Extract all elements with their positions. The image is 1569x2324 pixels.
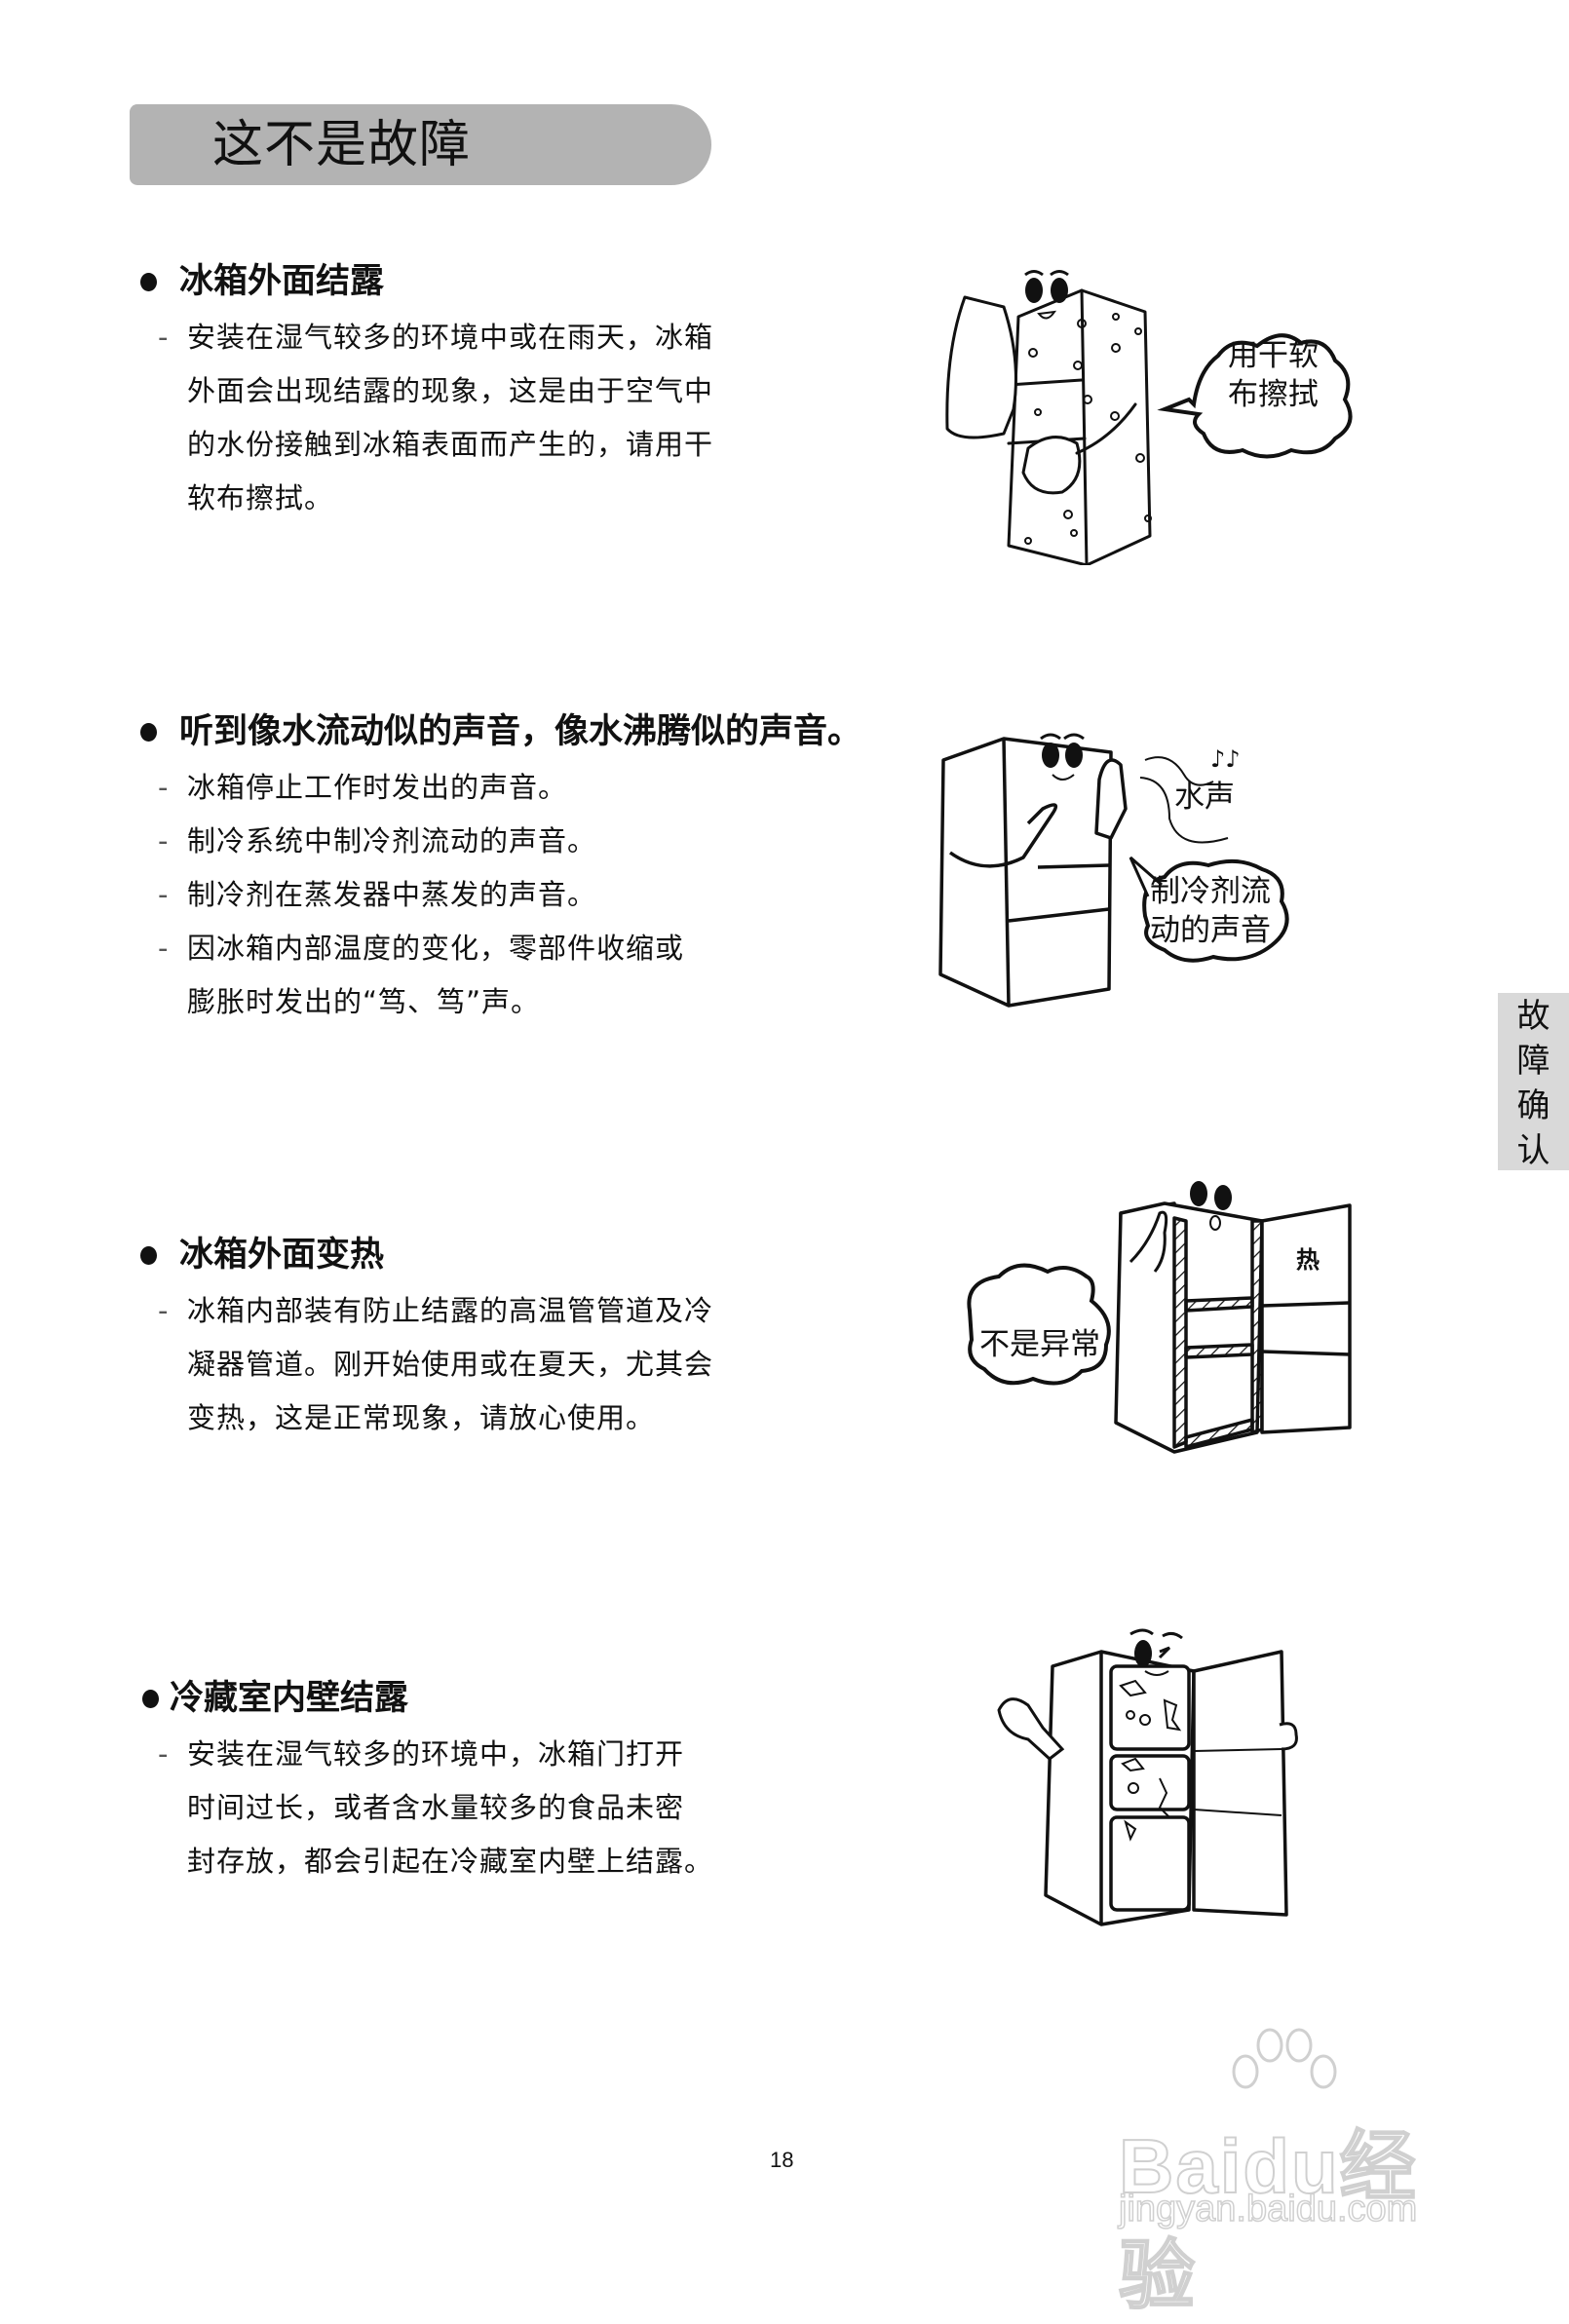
section-heading-text: 冷藏室内壁结露 xyxy=(170,1679,409,1718)
body-line: -因冰箱内部温度的变化，零部件收缩或 xyxy=(136,929,916,982)
body-line: 封存放，都会引起在冷藏室内壁上结露。 xyxy=(136,1842,916,1895)
illustration-fridge-heat: 热 不是异常 xyxy=(960,1164,1369,1457)
bubble-text: 用干软 布擦拭 xyxy=(1228,336,1319,414)
section-heading: 听到像水流动似的声音，像水沸腾似的声音。 xyxy=(136,709,916,754)
page-title: 这不是故障 xyxy=(212,116,472,174)
note-icon: ♪♪ xyxy=(1210,745,1241,773)
illustration-fridge-wiping: 用干软 布擦拭 xyxy=(906,253,1374,567)
fridge-listening-icon xyxy=(938,733,1289,1008)
page-number: 18 xyxy=(770,2148,794,2172)
dash: - xyxy=(158,1294,170,1327)
bullet-icon xyxy=(140,273,157,291)
body-line: 软布擦拭。 xyxy=(136,478,916,532)
body-line: 变热，这是正常现象，请放心使用。 xyxy=(136,1398,916,1452)
body-text: 安装在湿气较多的环境中或在雨天，冰箱 xyxy=(187,321,714,354)
body-text: 冰箱停止工作时发出的声音。 xyxy=(187,771,568,804)
body-text: 凝器管道。刚开始使用或在夏天，尤其会 xyxy=(187,1348,714,1381)
body-line: 膨胀时发出的“笃、笃”声。 xyxy=(136,982,916,1036)
door-label: 热 xyxy=(1296,1246,1320,1274)
body-text: 软布擦拭。 xyxy=(187,481,334,514)
fridge-interior-icon xyxy=(997,1628,1298,1926)
body-line: 的水份接触到冰箱表面而产生的，请用干 xyxy=(136,425,916,478)
section-heading: 冰箱外面结露 xyxy=(136,259,916,304)
body-text: 时间过长，或者含水量较多的食品未密 xyxy=(187,1791,685,1824)
section-water-sounds: 听到像水流动似的声音，像水沸腾似的声音。 -冰箱停止工作时发出的声音。 -制冷系… xyxy=(136,709,916,1036)
body-line: -安装在湿气较多的环境中，冰箱门打开 xyxy=(136,1734,916,1788)
bullet-icon xyxy=(142,1690,159,1708)
side-tab-char: 障 xyxy=(1516,1042,1550,1081)
body-line: -制冷系统中制冷剂流动的声音。 xyxy=(136,821,916,875)
side-tab-char: 确 xyxy=(1516,1086,1550,1125)
section-exterior-heat: 冰箱外面变热 -冰箱内部装有防止结露的高温管管道及冷 凝器管道。刚开始使用或在夏… xyxy=(136,1233,916,1452)
body-line: -冰箱停止工作时发出的声音。 xyxy=(136,768,916,821)
section-heading-text: 冰箱外面结露 xyxy=(179,262,385,301)
section-heading-text: 冰箱外面变热 xyxy=(179,1236,385,1275)
fridge-heat-icon xyxy=(967,1181,1352,1454)
body-text: 的水份接触到冰箱表面而产生的，请用干 xyxy=(187,428,714,461)
bullet-icon xyxy=(140,723,157,742)
dash: - xyxy=(158,932,170,965)
bubble-line: 制冷剂流 xyxy=(1150,874,1271,909)
section-heading: 冷藏室内壁结露 xyxy=(136,1676,916,1721)
body-line: 外面会出现结露的现象，这是由于空气中 xyxy=(136,371,916,425)
bullet-icon xyxy=(140,1246,157,1265)
body-text: 变热，这是正常现象，请放心使用。 xyxy=(187,1401,656,1434)
bubble-line: 动的声音 xyxy=(1150,913,1271,948)
body-line: -制冷剂在蒸发器中蒸发的声音。 xyxy=(136,875,916,929)
bubble-line: 布擦拭 xyxy=(1228,377,1319,412)
illustration-fridge-interior xyxy=(989,1622,1320,1934)
dash: - xyxy=(158,878,170,911)
section-heading: 冰箱外面变热 xyxy=(136,1233,916,1277)
side-tab-char: 故 xyxy=(1516,997,1550,1036)
body-text: 外面会出现结露的现象，这是由于空气中 xyxy=(187,374,714,407)
paw-icon xyxy=(1232,2028,1337,2089)
side-tab-char: 认 xyxy=(1516,1131,1550,1170)
body-line: -冰箱内部装有防止结露的高温管管道及冷 xyxy=(136,1291,916,1345)
dash: - xyxy=(158,321,170,354)
body-text: 制冷剂在蒸发器中蒸发的声音。 xyxy=(187,878,597,911)
body-text: 制冷系统中制冷剂流动的声音。 xyxy=(187,824,597,857)
body-line: 凝器管道。刚开始使用或在夏天，尤其会 xyxy=(136,1345,916,1398)
watermark-url: jingyan.baidu.com xyxy=(1118,2188,1418,2230)
sound-label: 水声 xyxy=(1174,780,1235,815)
bubble-text: 制冷剂流 动的声音 xyxy=(1150,872,1271,950)
dash: - xyxy=(158,1737,170,1771)
body-text: 膨胀时发出的“笃、笃”声。 xyxy=(187,985,541,1018)
section-interior-condensation: 冷藏室内壁结露 -安装在湿气较多的环境中，冰箱门打开 时间过长，或者含水量较多的… xyxy=(136,1676,916,1895)
section-exterior-condensation: 冰箱外面结露 -安装在湿气较多的环境中或在雨天，冰箱 外面会出现结露的现象，这是… xyxy=(136,259,916,532)
body-line: -安装在湿气较多的环境中或在雨天，冰箱 xyxy=(136,318,916,371)
body-line: 时间过长，或者含水量较多的食品未密 xyxy=(136,1788,916,1842)
section-heading-text: 听到像水流动似的声音，像水沸腾似的声音。 xyxy=(179,712,862,751)
side-tab-troubleshooting[interactable]: 故 障 确 认 xyxy=(1498,993,1569,1170)
fridge-wiping-icon xyxy=(945,270,1353,567)
body-text: 安装在湿气较多的环境中，冰箱门打开 xyxy=(187,1737,685,1771)
illustration-fridge-listening: ♪♪ 水声 制冷剂流 动的声音 xyxy=(936,721,1325,1013)
body-text: 冰箱内部装有防止结露的高温管管道及冷 xyxy=(187,1294,714,1327)
dash: - xyxy=(158,771,170,804)
bubble-line: 用干软 xyxy=(1228,338,1319,373)
bubble-text: 不是异常 xyxy=(979,1327,1100,1362)
dash: - xyxy=(158,824,170,857)
body-text: 封存放，都会引起在冷藏室内壁上结露。 xyxy=(187,1845,714,1878)
body-text: 因冰箱内部温度的变化，零部件收缩或 xyxy=(187,932,685,965)
page-title-bar: 这不是故障 xyxy=(130,104,711,185)
watermark: Baidu经验 jingyan.baidu.com xyxy=(1118,2028,1474,2319)
